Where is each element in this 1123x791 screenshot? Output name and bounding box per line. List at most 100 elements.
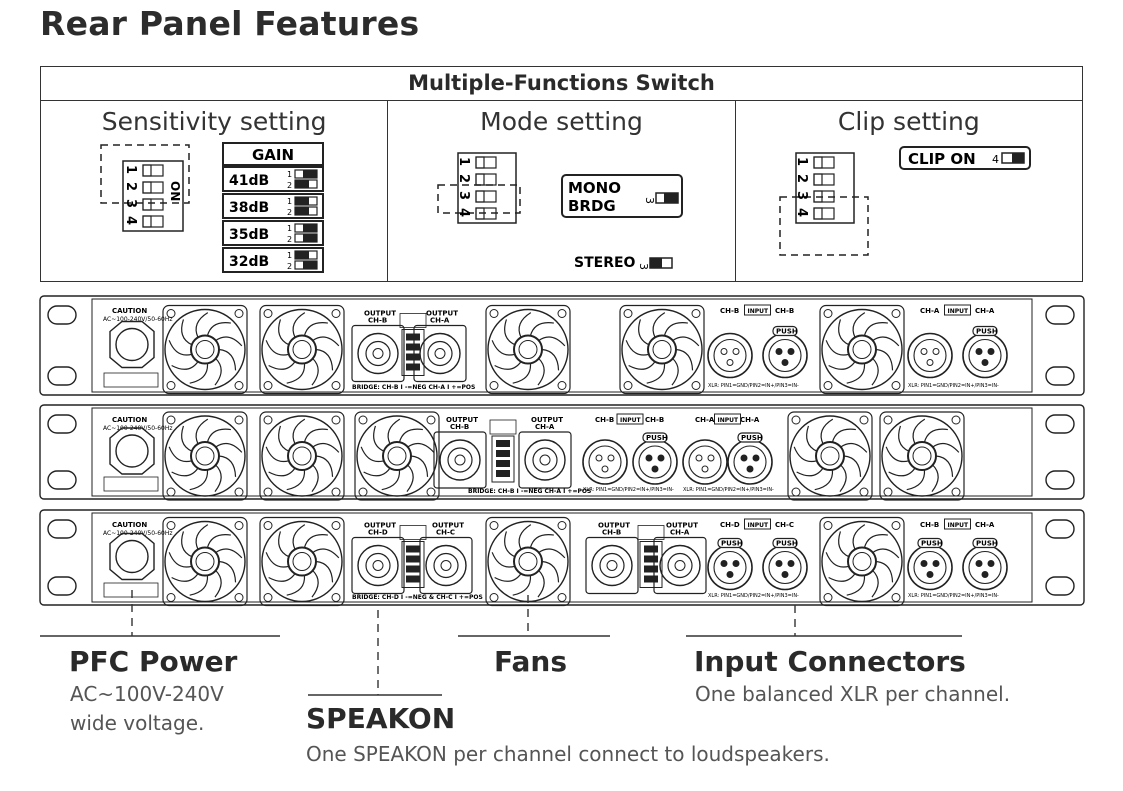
panel-dip-switch [399, 313, 427, 376]
speakon-core [674, 560, 686, 571]
speakon-ring [357, 544, 399, 587]
fan-frame [259, 304, 345, 395]
fan-screw [823, 309, 833, 318]
xlr-face [768, 338, 802, 373]
fan-icon [162, 516, 248, 607]
fan-blade [852, 312, 866, 338]
panel-dip-lever [496, 450, 510, 457]
fan-blade [387, 418, 401, 445]
fan-blade [189, 469, 209, 491]
panel-dip-switch [637, 525, 665, 588]
fan-blade [923, 428, 948, 443]
xlr-body [707, 332, 753, 379]
xlr-channel-label: CH-A [740, 416, 760, 424]
fan-blade [206, 322, 231, 336]
fan-blade [168, 340, 192, 356]
speakon-output-label: OUTPUT [364, 522, 396, 530]
fan-icon [162, 304, 248, 395]
xlr-pin-label: XLR: PIN1=GND/PIN2=IN+/PIN3=IN- [683, 487, 774, 493]
fan-frame [162, 411, 248, 501]
pfc-power-line1: AC~100V-240V [70, 682, 224, 706]
fan-blade [268, 361, 296, 370]
xlr-channel-label: CH-B [595, 416, 614, 424]
xlr-face [733, 445, 767, 479]
panel-dip-frame [491, 435, 515, 483]
fan-screw [331, 487, 341, 497]
fan-icon [259, 516, 345, 607]
panel-dip-lever [406, 353, 420, 361]
xlr-pin [987, 560, 995, 567]
fan-hub-inner [195, 552, 215, 571]
dip-lever [813, 156, 823, 169]
xlr-face [588, 445, 622, 479]
panel-dip-lever [406, 565, 420, 573]
panel-gain-legend [489, 419, 517, 435]
fan-icon [819, 516, 905, 607]
speakon-output-label: OUTPUT [598, 522, 630, 530]
fan-blade [504, 319, 516, 346]
speakon-core [434, 348, 446, 359]
fan-hub-inner [292, 340, 312, 359]
fan-screw [891, 521, 901, 530]
xlr-push-label: PUSH [976, 540, 998, 548]
panel-dip-switch [489, 419, 517, 483]
speakon-core [372, 560, 384, 571]
xlr-female-connector: PUSH [707, 537, 753, 591]
xlr-body [962, 544, 1008, 591]
xlr-pin [732, 348, 740, 355]
fan-screw [891, 309, 901, 318]
gain-switch-b-fill [303, 261, 317, 269]
fan-blade [311, 570, 319, 598]
fan-ring [487, 520, 569, 603]
fan-blade [278, 531, 290, 558]
fan-blade [168, 552, 192, 568]
fan-icon [354, 411, 440, 501]
panel-dip-switch [399, 525, 427, 588]
fan-blade [268, 573, 296, 582]
xlr-pin [720, 348, 728, 355]
panel-body [91, 407, 1033, 497]
fan-hub-inner [912, 446, 932, 466]
gain-pin-2: 2 [287, 181, 292, 190]
speakon-frame [351, 536, 405, 595]
xlr-pin [926, 571, 934, 578]
fan-screw [234, 593, 244, 602]
fan-hub [287, 334, 317, 365]
xlr-pin [726, 571, 734, 578]
xlr-female-connector: PUSH [762, 325, 808, 379]
fan-ring [164, 415, 246, 497]
rack-hole [47, 576, 77, 596]
fan-hub-inner [852, 340, 872, 359]
bridge-label: BRIDGE: CH-B I -=NEG CH-A I +=POS [352, 384, 475, 391]
xlr-male-connector [707, 332, 753, 379]
fan-blade [215, 548, 243, 559]
switch-table-title: Multiple-Functions Switch [41, 67, 1082, 101]
fan-blade [218, 455, 237, 477]
fan-screw [331, 593, 341, 602]
fan-blade [814, 469, 834, 491]
fan-blade [912, 418, 926, 445]
fan-screw [166, 415, 176, 425]
xlr-pin [781, 571, 789, 578]
xlr-pin [932, 560, 940, 567]
dip-number-2: 2 [123, 182, 138, 191]
fan-screw [426, 415, 436, 425]
fan-screw [859, 415, 869, 425]
fan-blade [875, 348, 894, 371]
fan-blade [494, 573, 522, 582]
fan-screw [234, 415, 244, 425]
fan-blade [360, 446, 384, 463]
panel-gain-legend [399, 313, 427, 328]
fan-hub-inner [387, 446, 407, 466]
fan-screw [557, 381, 567, 390]
xlr-body [727, 439, 773, 485]
fan-screw [823, 521, 833, 530]
multiple-functions-switch-table: Multiple-Functions Switch Sensitivity se… [40, 66, 1083, 282]
mode-mono-label: MONO [568, 179, 621, 197]
xlr-pin [746, 465, 754, 473]
fan-hub-inner [518, 340, 538, 359]
xlr-push-latch [772, 537, 798, 549]
fan-screw [358, 415, 368, 425]
